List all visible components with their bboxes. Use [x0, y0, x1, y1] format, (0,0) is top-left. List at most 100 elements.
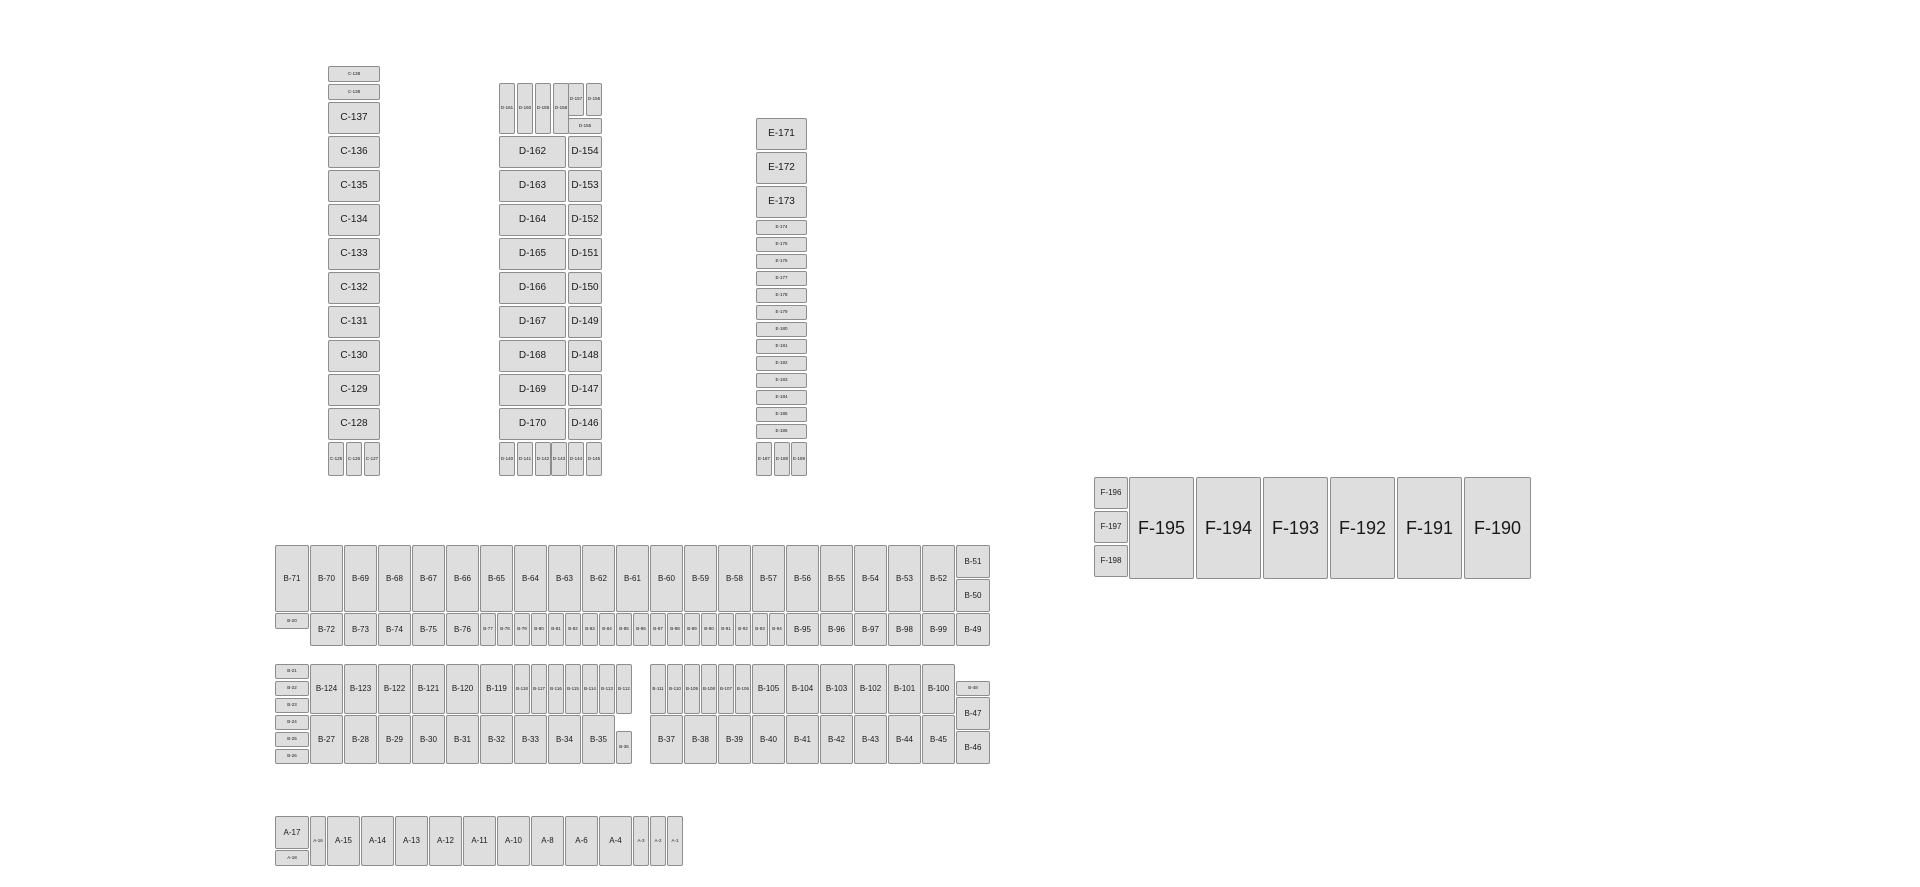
unit-b-58[interactable]: B-58: [718, 545, 751, 612]
unit-b-56[interactable]: B-56: [786, 545, 819, 612]
unit-a-4[interactable]: A-4: [599, 816, 632, 866]
unit-b-114[interactable]: B-114: [582, 664, 598, 714]
unit-a-15[interactable]: A-15: [327, 816, 360, 866]
unit-f-198[interactable]: F-198: [1094, 545, 1128, 577]
unit-b-34[interactable]: B-34: [548, 715, 581, 764]
unit-e-185[interactable]: E-185: [756, 407, 807, 422]
unit-b-69[interactable]: B-69: [344, 545, 377, 612]
unit-b-25[interactable]: B-25: [275, 732, 309, 747]
unit-b-47[interactable]: B-47: [956, 697, 990, 730]
unit-e-179[interactable]: E-179: [756, 305, 807, 320]
unit-f-192[interactable]: F-192: [1330, 477, 1395, 579]
unit-c-138[interactable]: C-138: [328, 66, 380, 82]
unit-a-6[interactable]: A-6: [565, 816, 598, 866]
unit-d-155[interactable]: D-155: [568, 118, 602, 134]
unit-b-107[interactable]: B-107: [718, 664, 734, 714]
unit-b-92[interactable]: B-92: [735, 613, 751, 646]
unit-b-111[interactable]: B-111: [650, 664, 666, 714]
unit-b-79[interactable]: B-79: [514, 613, 530, 646]
unit-d-146[interactable]: D-146: [568, 408, 602, 440]
unit-a-16[interactable]: A-16: [310, 816, 326, 866]
unit-a-18[interactable]: A-18: [275, 850, 309, 866]
unit-b-42[interactable]: B-42: [820, 715, 853, 764]
unit-b-30[interactable]: B-30: [412, 715, 445, 764]
unit-c-126[interactable]: C-126: [346, 442, 362, 476]
unit-b-39[interactable]: B-39: [718, 715, 751, 764]
unit-b-66[interactable]: B-66: [446, 545, 479, 612]
unit-b-106[interactable]: B-106: [735, 664, 751, 714]
unit-e-187[interactable]: E-187: [756, 442, 772, 476]
unit-d-159[interactable]: D-159: [535, 83, 551, 134]
unit-b-87[interactable]: B-87: [650, 613, 666, 646]
unit-b-22[interactable]: B-22: [275, 681, 309, 696]
unit-b-89[interactable]: B-89: [684, 613, 700, 646]
unit-b-46[interactable]: B-46: [956, 731, 990, 764]
unit-b-55[interactable]: B-55: [820, 545, 853, 612]
unit-c-135[interactable]: C-135: [328, 170, 380, 202]
unit-f-190[interactable]: F-190: [1464, 477, 1531, 579]
unit-d-169[interactable]: D-169: [499, 374, 566, 406]
unit-e-178[interactable]: E-178: [756, 288, 807, 303]
unit-b-113[interactable]: B-113: [599, 664, 615, 714]
unit-b-115[interactable]: B-115: [565, 664, 581, 714]
unit-b-118[interactable]: B-118: [514, 664, 530, 714]
unit-e-188[interactable]: E-188: [774, 442, 790, 476]
unit-d-156[interactable]: D-156: [586, 83, 602, 116]
unit-b-33[interactable]: B-33: [514, 715, 547, 764]
unit-b-81[interactable]: B-81: [548, 613, 564, 646]
unit-b-121[interactable]: B-121: [412, 664, 445, 714]
unit-b-98[interactable]: B-98: [888, 613, 921, 646]
unit-b-122[interactable]: B-122: [378, 664, 411, 714]
unit-b-124[interactable]: B-124: [310, 664, 343, 714]
unit-d-162[interactable]: D-162: [499, 136, 566, 168]
unit-b-71[interactable]: B-71: [275, 545, 309, 612]
unit-b-75[interactable]: B-75: [412, 613, 445, 646]
unit-b-119[interactable]: B-119: [480, 664, 513, 714]
unit-b-73[interactable]: B-73: [344, 613, 377, 646]
unit-c-131[interactable]: C-131: [328, 306, 380, 338]
unit-b-31[interactable]: B-31: [446, 715, 479, 764]
unit-c-127[interactable]: C-127: [364, 442, 380, 476]
unit-d-144[interactable]: D-144: [568, 442, 584, 476]
unit-b-41[interactable]: B-41: [786, 715, 819, 764]
unit-f-191[interactable]: F-191: [1397, 477, 1462, 579]
unit-a-10[interactable]: A-10: [497, 816, 530, 866]
unit-d-149[interactable]: D-149: [568, 306, 602, 338]
unit-b-28[interactable]: B-28: [344, 715, 377, 764]
unit-b-38[interactable]: B-38: [684, 715, 717, 764]
unit-c-130[interactable]: C-130: [328, 340, 380, 372]
unit-b-72[interactable]: B-72: [310, 613, 343, 646]
unit-e-177[interactable]: E-177: [756, 271, 807, 286]
unit-b-32[interactable]: B-32: [480, 715, 513, 764]
unit-b-64[interactable]: B-64: [514, 545, 547, 612]
unit-b-70[interactable]: B-70: [310, 545, 343, 612]
unit-b-94[interactable]: B-94: [769, 613, 785, 646]
unit-d-142[interactable]: D-142: [535, 442, 551, 476]
unit-a-17[interactable]: A-17: [275, 816, 309, 849]
unit-d-153[interactable]: D-153: [568, 170, 602, 202]
unit-e-183[interactable]: E-183: [756, 373, 807, 388]
unit-d-143[interactable]: D-143: [551, 442, 567, 476]
unit-d-165[interactable]: D-165: [499, 238, 566, 270]
unit-a-8[interactable]: A-8: [531, 816, 564, 866]
unit-b-101[interactable]: B-101: [888, 664, 921, 714]
unit-b-110[interactable]: B-110: [667, 664, 683, 714]
unit-a-14[interactable]: A-14: [361, 816, 394, 866]
unit-b-61[interactable]: B-61: [616, 545, 649, 612]
unit-c-137[interactable]: C-137: [328, 102, 380, 134]
unit-e-174[interactable]: E-174: [756, 220, 807, 235]
unit-e-176[interactable]: E-176: [756, 254, 807, 269]
unit-c-133[interactable]: C-133: [328, 238, 380, 270]
unit-b-21[interactable]: B-21: [275, 664, 309, 679]
unit-d-148[interactable]: D-148: [568, 340, 602, 372]
unit-f-193[interactable]: F-193: [1263, 477, 1328, 579]
unit-f-196[interactable]: F-196: [1094, 477, 1128, 509]
unit-b-51[interactable]: B-51: [956, 545, 990, 578]
unit-d-164[interactable]: D-164: [499, 204, 566, 236]
unit-b-82[interactable]: B-82: [565, 613, 581, 646]
unit-d-147[interactable]: D-147: [568, 374, 602, 406]
unit-b-53[interactable]: B-53: [888, 545, 921, 612]
unit-e-186[interactable]: E-186: [756, 424, 807, 439]
unit-b-91[interactable]: B-91: [718, 613, 734, 646]
unit-b-48[interactable]: B-48: [956, 681, 990, 696]
